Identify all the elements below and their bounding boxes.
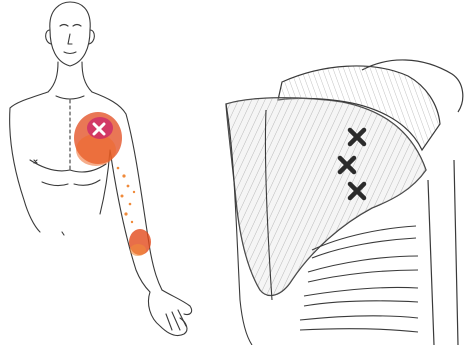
pain-zone-arm-spillover xyxy=(117,167,136,224)
pain-zone-forearm xyxy=(129,229,151,256)
pain-zone-shoulder xyxy=(74,112,122,166)
pectoralis-muscle-figure xyxy=(212,0,466,345)
body-outline-illustration xyxy=(0,0,210,345)
muscle-illustration xyxy=(212,0,466,345)
humerus-outline xyxy=(428,160,458,345)
referred-pain-figure xyxy=(0,0,210,345)
